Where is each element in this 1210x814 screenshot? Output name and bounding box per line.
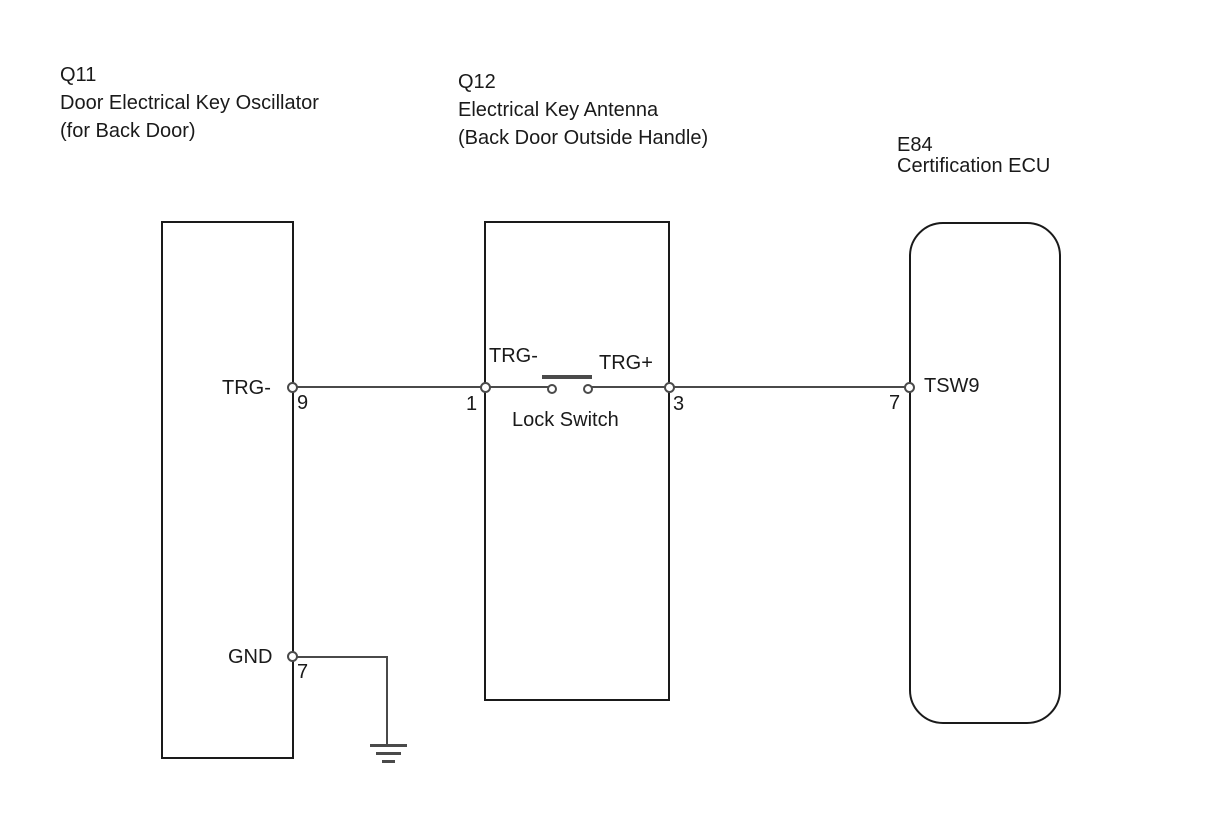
- pin-number-q12-3: 3: [673, 393, 685, 415]
- signal-label-trg-plus-switch: TRG+: [599, 352, 653, 374]
- lock-switch-contact-left-icon: [547, 384, 557, 394]
- signal-label-trg-minus-q11: TRG-: [222, 377, 271, 399]
- lock-switch-blade-icon: [542, 375, 592, 379]
- terminal-q11-pin9: [287, 382, 298, 393]
- q11-outline: [161, 221, 294, 759]
- pin-number-q12-1: 1: [466, 393, 478, 415]
- terminal-q12-pin3: [664, 382, 675, 393]
- pin-number-q11-gnd-7: 7: [297, 661, 309, 683]
- terminal-q11-gnd-pin7: [287, 651, 298, 662]
- component-qualifier-q12: (Back Door Outside Handle): [458, 127, 709, 149]
- component-code-q12: Q12: [458, 71, 496, 93]
- component-label-e84: E84 Certification ECU: [897, 135, 1050, 177]
- terminal-q12-pin1: [480, 382, 491, 393]
- ground-bar-medium: [376, 752, 401, 755]
- lock-switch-label: Lock Switch: [512, 409, 619, 431]
- e84-outline: [909, 222, 1061, 724]
- ground-bar-small: [382, 760, 395, 763]
- pin-number-q11-9: 9: [297, 392, 309, 414]
- signal-label-gnd: GND: [228, 646, 273, 668]
- lock-switch-contact-right-icon: [583, 384, 593, 394]
- component-qualifier-q11: (for Back Door): [60, 120, 196, 142]
- pin-number-e84-7: 7: [889, 392, 901, 414]
- wire-q11-to-switch: [292, 386, 552, 388]
- component-label-q11: Q11 Door Electrical Key Oscillator (for …: [60, 61, 319, 145]
- wire-gnd-vertical: [386, 656, 388, 746]
- signal-label-trg-minus-switch: TRG-: [489, 345, 538, 367]
- signal-label-tsw9: TSW9: [924, 375, 980, 397]
- component-label-q12: Q12 Electrical Key Antenna (Back Door Ou…: [458, 68, 708, 152]
- component-name-e84: Certification ECU: [897, 155, 1051, 177]
- component-name-q11: Door Electrical Key Oscillator: [60, 92, 319, 114]
- wire-gnd-horizontal: [292, 656, 388, 658]
- ground-bar-large: [370, 744, 407, 747]
- component-code-q11: Q11: [60, 64, 97, 86]
- terminal-e84-pin7: [904, 382, 915, 393]
- component-code-e84: E84: [897, 134, 933, 156]
- q12-outline: [484, 221, 670, 701]
- wire-switch-to-e84: [587, 386, 911, 388]
- component-name-q12: Electrical Key Antenna: [458, 99, 659, 121]
